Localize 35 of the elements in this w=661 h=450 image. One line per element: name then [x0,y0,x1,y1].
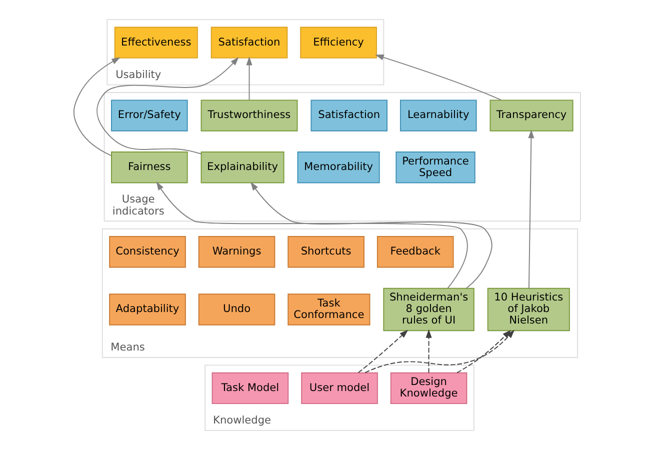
node-box: Task Model [211,372,288,404]
node-box: 10 Heuristics of Jakob Nielsen [486,288,570,332]
node-box: Efficiency [300,26,376,58]
arrow [250,182,492,289]
arrow [364,330,514,374]
arrow [96,56,238,154]
node-box: Design Knowledge [390,372,467,404]
node-box: Transparency [489,100,573,132]
arrow [425,329,432,374]
arrow [528,130,534,289]
arrow [374,54,502,101]
node-box: Shneiderman's 8 golden rules of UI [382,288,474,332]
node-box: Learnability [399,100,476,132]
arrow [456,330,511,374]
node-box: Adaptability [108,294,186,326]
node-box: Memorability [296,152,380,184]
node-box: Fairness [110,152,188,184]
arrow [357,330,408,374]
node-box: Undo [198,294,275,326]
node-box: Trustworthiness [200,100,298,132]
node-box: User model [300,372,378,404]
arrow [72,57,120,156]
node-box: Satisfaction [210,26,288,58]
arrow [156,182,468,289]
node-box: Feedback [376,236,454,268]
node-box: Performance Speed [395,152,475,184]
node-box: Effectiveness [114,26,198,58]
node-box: Satisfaction [310,100,387,132]
node-box: Warnings [198,236,275,268]
node-box: Consistency [108,236,186,268]
arrow [246,56,252,100]
node-box: Shortcuts [287,236,364,268]
node-box: Task Conformance [287,294,370,326]
node-box: Error/Safety [110,100,188,132]
node-box: Explainability [200,152,284,184]
